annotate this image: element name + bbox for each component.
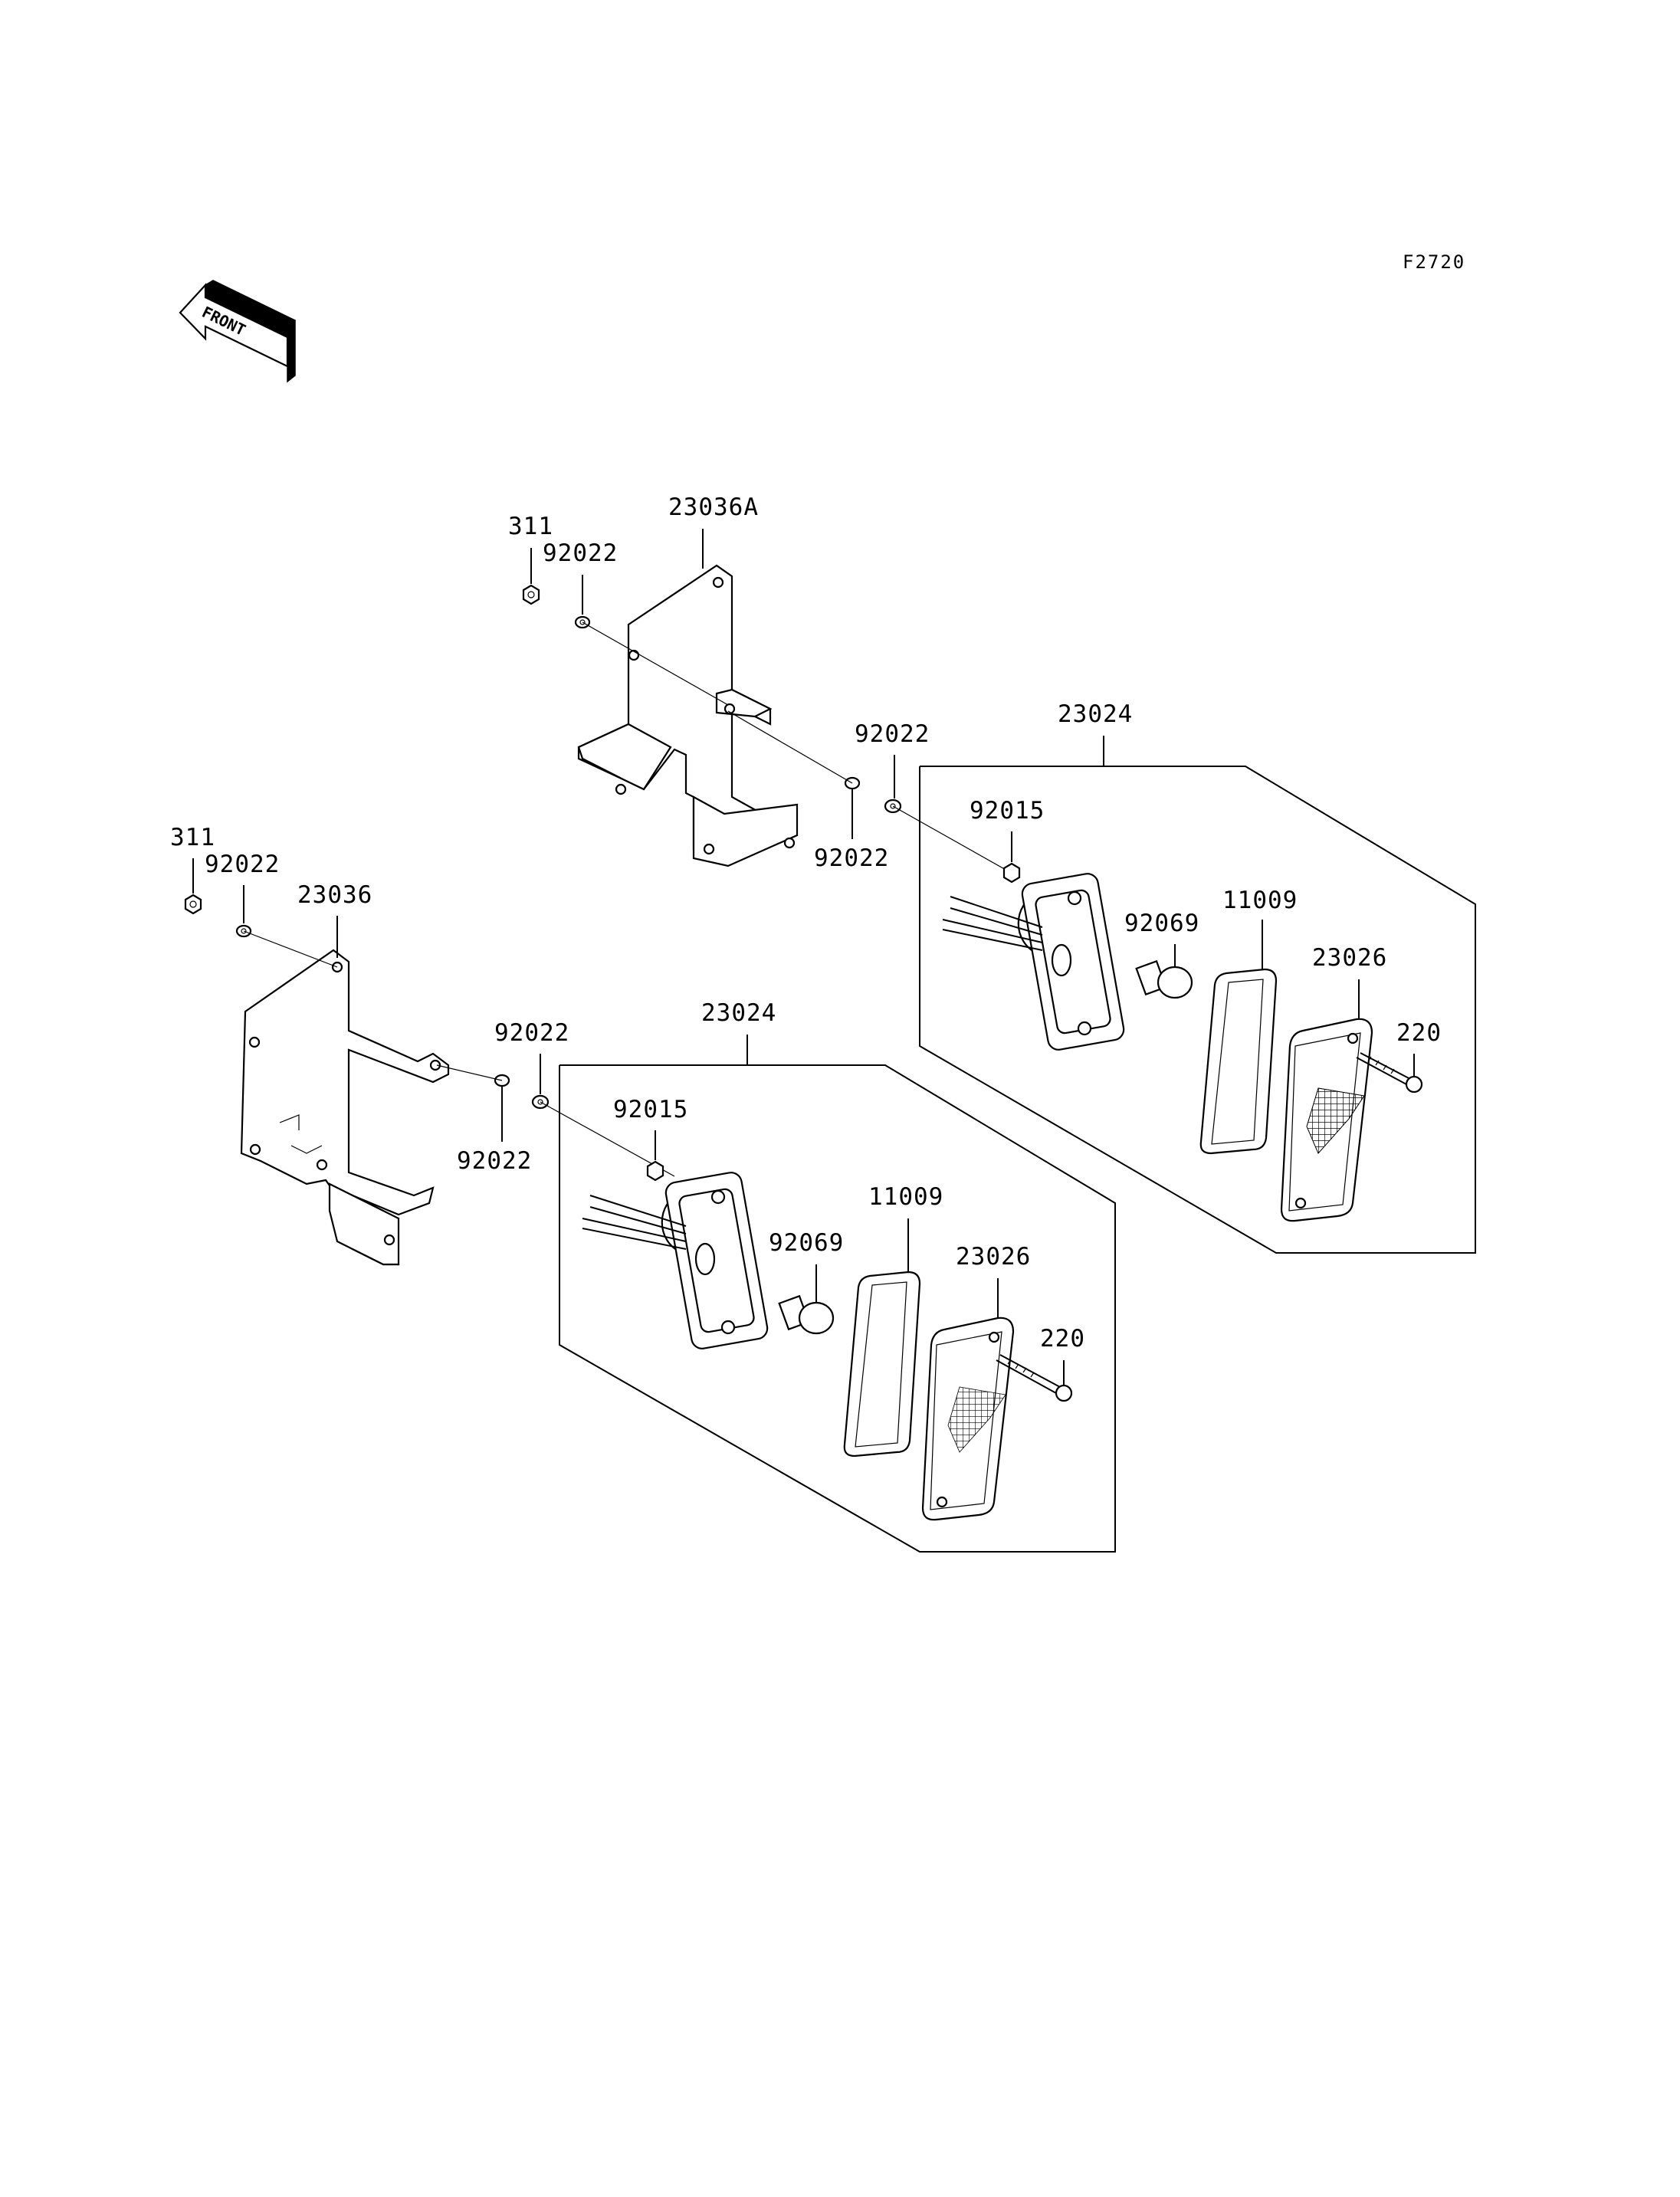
lamp-housing-lower: [582, 1172, 769, 1349]
label-upper-11009: 11009: [1222, 887, 1298, 914]
front-arrow-icon: FRONT: [179, 280, 296, 383]
label-upper-311: 311: [508, 513, 553, 540]
bracket-23036: [240, 949, 450, 1266]
nut-92015-upper: [1002, 862, 1021, 884]
label-upper-92069: 92069: [1124, 910, 1199, 937]
gasket-11009-upper: [1199, 968, 1278, 1155]
leader-lines: [192, 529, 1415, 1385]
bulb-92069-upper: [1135, 959, 1193, 999]
nut-311-lower: [184, 894, 202, 915]
bulb-92069-lower: [778, 1294, 835, 1335]
lamp-housing-upper: [942, 873, 1125, 1051]
lens-23026-lower: [921, 1317, 1015, 1521]
label-lower-23024: 23024: [701, 999, 776, 1027]
nut-92015-lower: [646, 1160, 664, 1182]
label-lower-11009: 11009: [868, 1183, 943, 1211]
label-lower-23026: 23026: [956, 1243, 1031, 1271]
label-lower-311: 311: [170, 824, 215, 851]
label-lower-92022-a: 92022: [205, 851, 280, 878]
lens-pattern-upper: [1306, 1087, 1365, 1154]
gasket-11009-lower: [843, 1271, 921, 1458]
figure-code: F2720: [1403, 251, 1465, 273]
label-upper-23024: 23024: [1058, 700, 1133, 728]
label-upper-23036a: 23036A: [668, 494, 759, 521]
bracket-23036a: [577, 564, 799, 867]
label-upper-23026: 23026: [1312, 944, 1387, 972]
label-upper-220: 220: [1396, 1019, 1442, 1047]
label-lower-23036: 23036: [297, 881, 372, 909]
label-lower-92015: 92015: [613, 1096, 688, 1123]
nut-311-upper: [522, 584, 540, 605]
label-lower-220: 220: [1040, 1325, 1085, 1353]
screw-220-upper: [1356, 1052, 1423, 1094]
label-lower-92022-b: 92022: [494, 1019, 569, 1047]
label-upper-92022-b: 92022: [855, 720, 930, 748]
group-bracket-23024-upper: [919, 766, 1476, 1254]
label-upper-92015: 92015: [970, 797, 1045, 825]
label-lower-92022-c: 92022: [457, 1147, 532, 1175]
label-upper-92022-a: 92022: [543, 539, 618, 567]
label-lower-92069: 92069: [769, 1229, 844, 1257]
label-upper-92022-c: 92022: [814, 844, 889, 872]
group-bracket-23024-lower: [559, 1064, 1116, 1553]
